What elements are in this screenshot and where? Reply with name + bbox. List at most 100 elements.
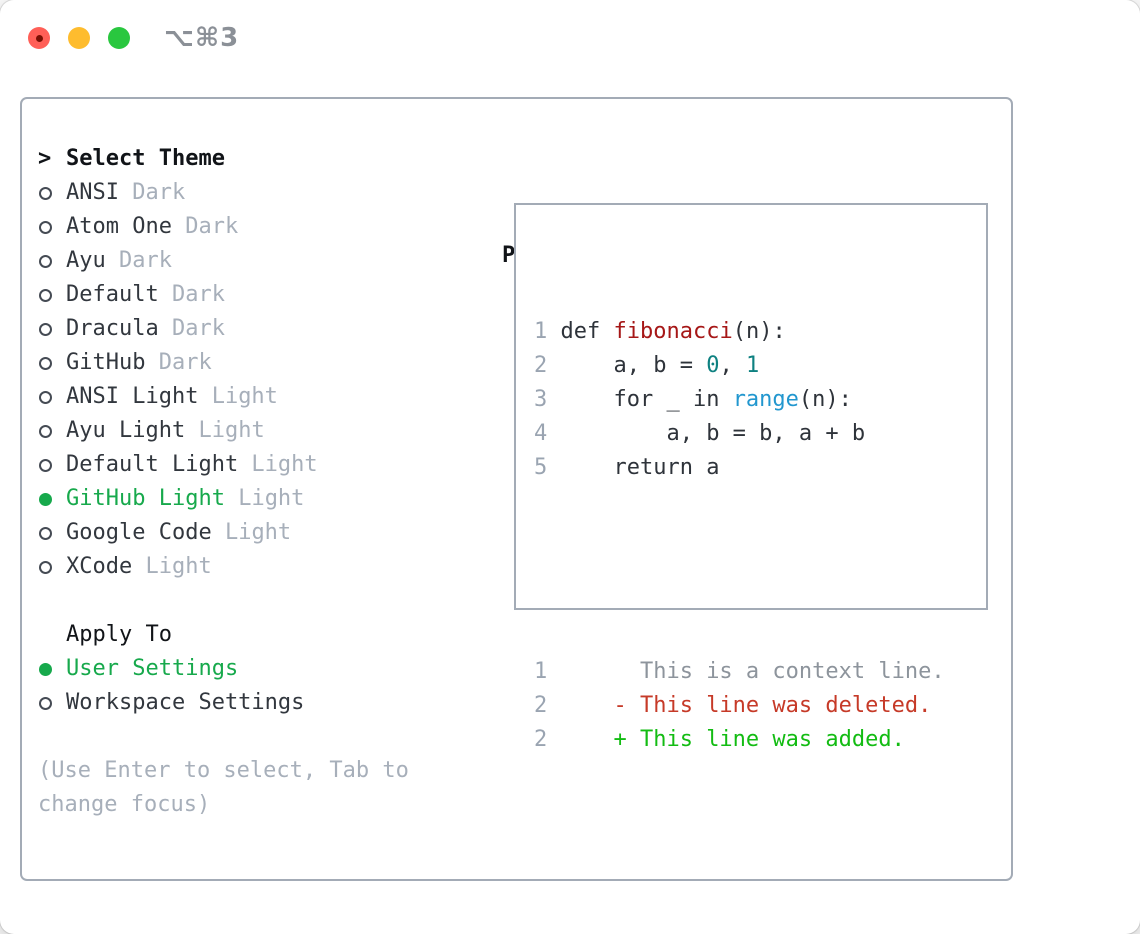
item-variant-label: Light <box>198 384 278 409</box>
code-token-context: This is a context line. <box>547 659 945 684</box>
prompt-caret-icon: > <box>38 146 52 171</box>
item-label: Dracula <box>66 316 159 341</box>
radio-icon <box>38 322 66 336</box>
radio-selected-icon <box>38 662 66 676</box>
code-token-code: , <box>719 353 746 378</box>
radio-icon <box>38 696 66 710</box>
item-variant-label: Light <box>132 554 212 579</box>
zoom-button[interactable] <box>108 27 130 49</box>
radio-icon <box>38 356 66 370</box>
theme-item-ansi-light[interactable]: ANSI Light Light <box>38 380 478 414</box>
item-variant-label: Light <box>238 452 318 477</box>
close-button[interactable] <box>28 27 50 49</box>
radio-icon <box>38 424 66 438</box>
item-variant-label: Dark <box>171 214 239 239</box>
code-token-code: return a <box>547 455 720 480</box>
theme-item-ayu-light[interactable]: Ayu Light Light <box>38 414 478 448</box>
item-label: Ayu Light <box>66 418 186 443</box>
line-number: 1 <box>534 659 548 684</box>
code-token-add: + This line was added. <box>547 727 905 752</box>
diff-line: 1 This is a context line. <box>534 655 945 689</box>
radio-icon <box>38 288 66 302</box>
code-token-builtin: range <box>732 387 799 412</box>
item-variant-label: Dark <box>105 248 172 273</box>
diff-line: 2 - This line was deleted. <box>534 689 945 723</box>
item-label: Default Light <box>66 452 239 477</box>
code-token-code: def <box>547 319 614 344</box>
apply-option-user-settings[interactable]: User Settings <box>38 652 478 686</box>
item-label: Ayu <box>66 248 106 273</box>
theme-item-ayu[interactable]: Ayu Dark <box>38 244 478 278</box>
line-number: 2 <box>534 693 548 718</box>
code-token-code: (n): <box>798 387 852 412</box>
item-variant-label: Dark <box>158 282 225 307</box>
item-label: GitHub <box>66 350 146 375</box>
line-number: 3 <box>534 387 548 412</box>
item-variant-label: Light <box>185 418 265 443</box>
radio-icon <box>38 254 66 268</box>
line-number: 5 <box>534 455 548 480</box>
code-token-del: - This line was deleted. <box>547 693 932 718</box>
keyboard-hint: (Use Enter to select, Tab to change focu… <box>38 758 409 817</box>
radio-icon <box>38 186 66 200</box>
item-label: User Settings <box>66 656 239 681</box>
theme-item-default[interactable]: Default Dark <box>38 278 478 312</box>
item-label: ANSI <box>66 180 119 205</box>
window-title: ⌥⌘3 <box>164 23 240 53</box>
theme-item-default-light[interactable]: Default Light Light <box>38 448 478 482</box>
spacer <box>534 553 945 587</box>
item-label: Workspace Settings <box>66 690 305 715</box>
theme-item-dracula[interactable]: Dracula Dark <box>38 312 478 346</box>
spacer <box>38 720 478 754</box>
item-variant-label: Dark <box>158 316 225 341</box>
line-number: 4 <box>534 421 548 446</box>
item-label: XCode <box>66 554 133 579</box>
select-theme-label: Select Theme <box>66 146 225 171</box>
code-token-num: 1 <box>745 353 760 378</box>
line-number: 2 <box>534 353 548 378</box>
radio-icon <box>38 390 66 404</box>
diff-line: 2 + This line was added. <box>534 723 945 757</box>
item-variant-label: Light <box>224 486 305 511</box>
item-variant-label: Dark <box>145 350 212 375</box>
apply-to-header: Apply To <box>66 622 172 647</box>
titlebar: ⌥⌘3 <box>28 23 240 53</box>
theme-item-atom-one[interactable]: Atom One Dark <box>38 210 478 244</box>
theme-item-github[interactable]: GitHub Dark <box>38 346 478 380</box>
minimize-button[interactable] <box>68 27 90 49</box>
code-line: 5 return a <box>534 451 945 485</box>
item-variant-label: Light <box>211 520 292 545</box>
code-token-num: 0 <box>706 353 720 378</box>
apply-option-workspace-settings[interactable]: Workspace Settings <box>38 686 478 720</box>
diff-sample: 1 This is a context line.2 - This line w… <box>534 655 945 757</box>
item-label: Atom One <box>66 214 172 239</box>
theme-item-google-code[interactable]: Google Code Light <box>38 516 478 550</box>
item-label: GitHub Light <box>66 486 225 511</box>
radio-icon <box>38 458 66 472</box>
code-token-code: a, b = <box>547 353 707 378</box>
code-token-code: (n): <box>732 319 786 344</box>
theme-item-github-light[interactable]: GitHub Light Light <box>38 482 478 516</box>
radio-icon <box>38 526 66 540</box>
code-token-code: for _ in <box>547 387 733 412</box>
code-token-code: a, b = b, a + b <box>547 421 866 446</box>
theme-item-ansi[interactable]: ANSI Dark <box>38 176 478 210</box>
item-label: Default <box>66 282 159 307</box>
spacer <box>38 584 478 618</box>
line-number: 2 <box>534 727 548 752</box>
radio-selected-icon <box>38 492 66 506</box>
item-label: ANSI Light <box>66 384 199 409</box>
theme-item-xcode[interactable]: XCode Light <box>38 550 478 584</box>
line-number: 1 <box>534 319 548 344</box>
radio-icon <box>38 560 66 574</box>
code-token-func: fibonacci <box>613 319 733 344</box>
item-variant-label: Dark <box>118 180 186 205</box>
item-label: Google Code <box>66 520 212 545</box>
